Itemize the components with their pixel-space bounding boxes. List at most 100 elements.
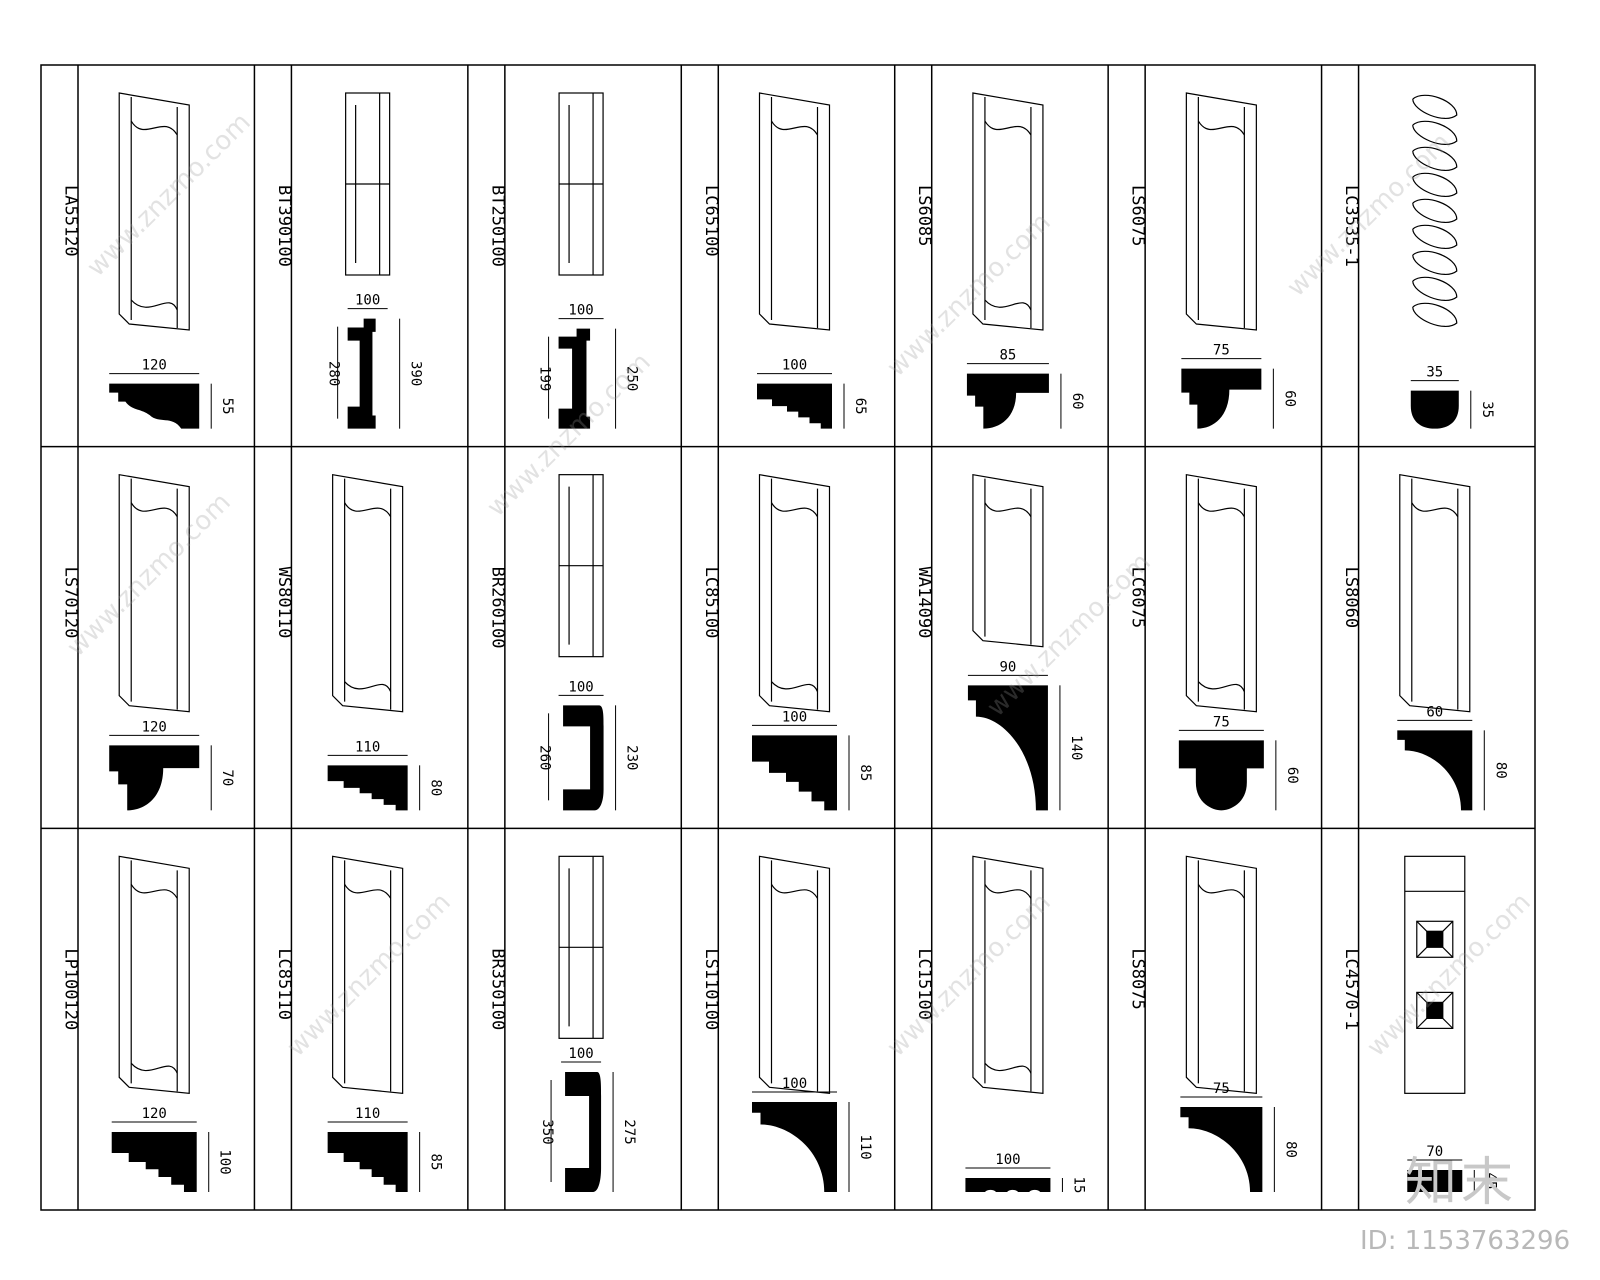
elevation-view bbox=[558, 474, 604, 658]
item-code-label: LC6075 bbox=[1128, 567, 1148, 628]
height-value: 230 bbox=[624, 745, 640, 770]
width-value: 100 bbox=[355, 293, 380, 309]
cross-section-profile bbox=[1178, 740, 1264, 811]
height-value: 60 bbox=[1069, 393, 1085, 410]
item-code-label: LS110100 bbox=[701, 948, 721, 1030]
molding-outline bbox=[118, 92, 190, 331]
molding-outline bbox=[972, 473, 1044, 648]
height-value: 100 bbox=[217, 1149, 233, 1174]
cross-section-profile bbox=[327, 1132, 408, 1192]
cross-section-profile bbox=[757, 383, 832, 429]
cross-section-profile bbox=[752, 735, 837, 811]
item-code-label: BR350100 bbox=[487, 948, 507, 1030]
molding-outline bbox=[758, 473, 831, 713]
elevation-view bbox=[1185, 473, 1257, 713]
molding-curve bbox=[984, 120, 1032, 136]
height-value: 70 bbox=[219, 769, 235, 786]
width-value: 75 bbox=[1213, 714, 1230, 730]
height-value: 80 bbox=[428, 779, 444, 796]
twist-segment bbox=[1412, 94, 1458, 120]
molding-curve bbox=[130, 1062, 178, 1074]
width-value: 85 bbox=[999, 348, 1016, 364]
panel-outline bbox=[1404, 855, 1466, 1094]
cross-section-profile bbox=[109, 383, 200, 429]
molding-outline bbox=[118, 473, 190, 713]
molding-outline bbox=[972, 855, 1044, 1094]
molding-curve bbox=[130, 299, 178, 311]
cross-section-profile bbox=[563, 705, 604, 811]
elevation-view bbox=[972, 92, 1044, 331]
molding-outline bbox=[118, 855, 190, 1094]
height-value: 140 bbox=[1068, 735, 1084, 760]
catalog-item: LC3535-1 35 35 bbox=[1341, 94, 1495, 429]
elevation-view bbox=[972, 473, 1044, 648]
item-code-label: LS6085 bbox=[914, 185, 934, 246]
molding-outline bbox=[332, 855, 404, 1094]
molding-curve bbox=[130, 884, 178, 899]
cross-section-profile bbox=[111, 1132, 197, 1192]
width-value: 70 bbox=[1426, 1144, 1443, 1160]
elevation-view bbox=[558, 92, 604, 276]
cross-section-profile bbox=[752, 1102, 837, 1192]
rosette-square bbox=[1416, 991, 1454, 1029]
catalog-grid bbox=[40, 64, 1536, 1211]
molding-curve bbox=[1197, 120, 1245, 136]
elevation-view bbox=[332, 473, 404, 713]
twist-segment bbox=[1412, 146, 1458, 172]
secondary-height-value: 260 bbox=[537, 745, 553, 770]
width-value: 75 bbox=[1213, 343, 1230, 359]
width-value: 35 bbox=[1426, 365, 1443, 381]
catalog-cells: LA5512012055BT390100100390280BT250100100… bbox=[61, 92, 1508, 1194]
height-value: 85 bbox=[428, 1154, 444, 1171]
brand-logo: 知末 bbox=[1405, 1153, 1518, 1213]
height-value: 45 bbox=[1482, 1173, 1498, 1190]
width-value: 100 bbox=[568, 1046, 593, 1062]
width-value: 100 bbox=[782, 1076, 807, 1092]
grid-border bbox=[40, 64, 1536, 1211]
molding-outline bbox=[758, 92, 831, 331]
rosette-diagonal bbox=[1416, 920, 1454, 958]
item-code-label: WA14090 bbox=[914, 567, 934, 639]
item-code-label: LP100120 bbox=[61, 948, 81, 1030]
item-code-label: LS8060 bbox=[1341, 567, 1361, 628]
molding-curve bbox=[984, 1062, 1032, 1074]
item-code-label: LC65100 bbox=[701, 185, 721, 257]
cross-section-profile bbox=[967, 685, 1048, 811]
rosette-square bbox=[1416, 920, 1454, 958]
molding-curve bbox=[1411, 502, 1459, 517]
rosette-diagonal bbox=[1416, 991, 1454, 1029]
width-value: 100 bbox=[995, 1152, 1020, 1168]
height-value: 110 bbox=[857, 1134, 873, 1159]
twist-segment bbox=[1412, 120, 1458, 146]
twist-segment bbox=[1412, 276, 1458, 302]
item-code-label: LS8075 bbox=[1128, 948, 1148, 1009]
height-value: 250 bbox=[624, 366, 640, 391]
width-value: 120 bbox=[142, 358, 167, 374]
height-value: 60 bbox=[1284, 767, 1300, 784]
width-value: 110 bbox=[355, 1106, 380, 1122]
secondary-height-value: 280 bbox=[326, 361, 342, 386]
molding-curve bbox=[770, 120, 819, 136]
elevation-view bbox=[1185, 92, 1257, 331]
cross-section-profile bbox=[1410, 390, 1459, 429]
width-value: 110 bbox=[355, 739, 380, 755]
height-value: 15 bbox=[1070, 1177, 1086, 1194]
cross-section-profile bbox=[1181, 368, 1262, 429]
elevation-view bbox=[118, 473, 190, 713]
elevation-view bbox=[332, 855, 404, 1094]
cross-section-profile bbox=[1407, 1170, 1463, 1192]
item-code-label: LC3535-1 bbox=[1341, 185, 1361, 267]
elevation-view bbox=[345, 92, 391, 276]
catalog-item: LS110100 100 110 bbox=[701, 855, 873, 1192]
elevation-view bbox=[118, 855, 190, 1094]
molding-curve bbox=[984, 299, 1032, 311]
height-value: 35 bbox=[1479, 401, 1495, 418]
